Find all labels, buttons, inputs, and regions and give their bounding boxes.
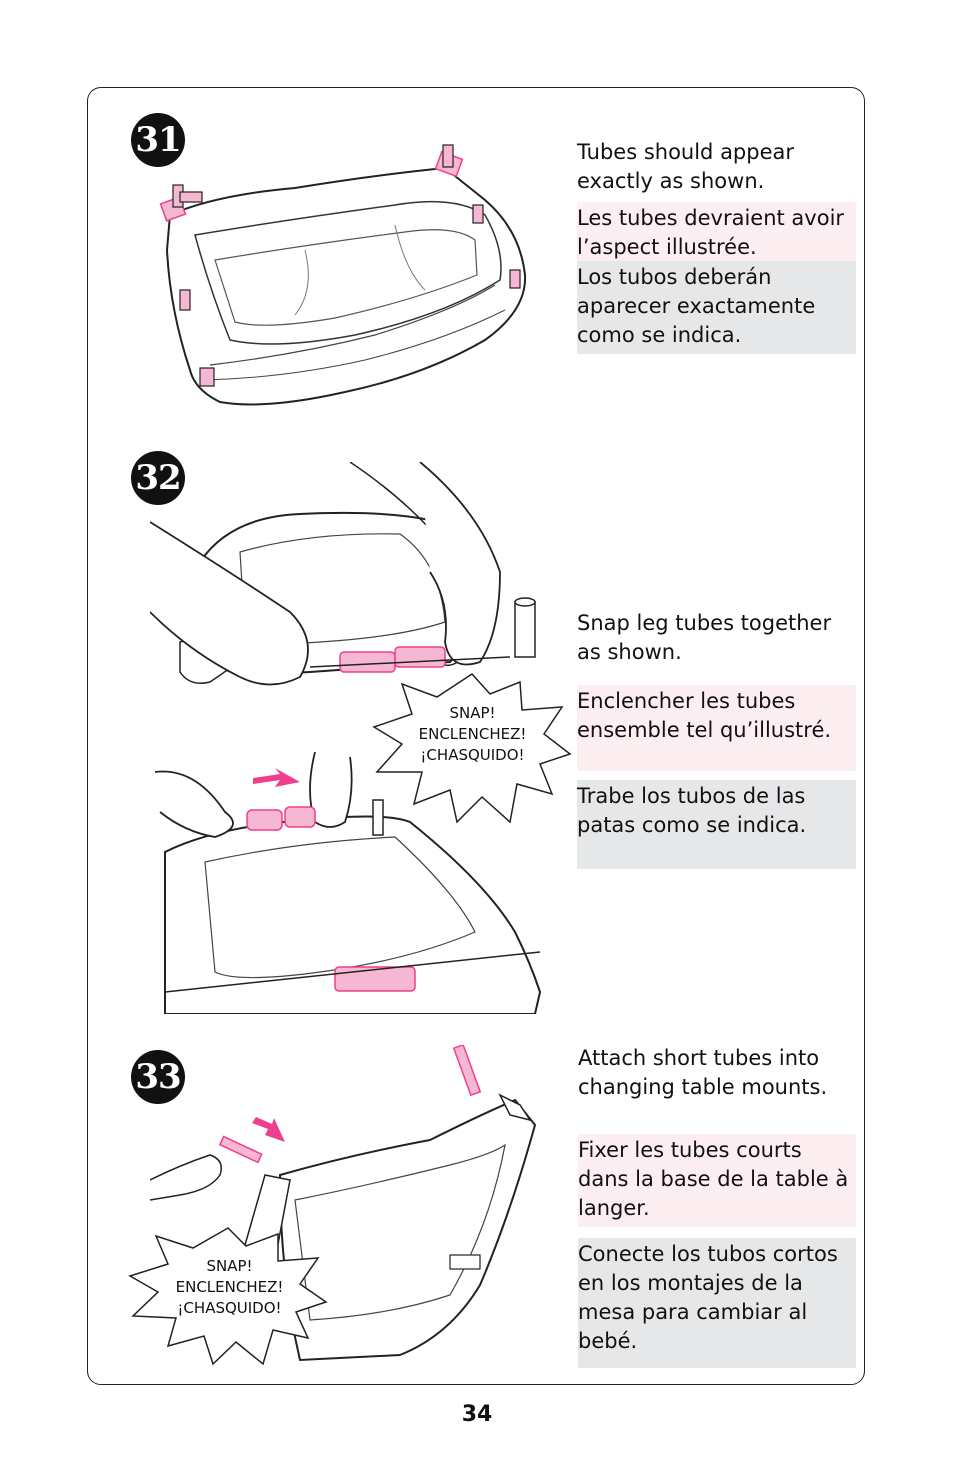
step-31-spanish: Los tubos deberán aparecer exactamente c… bbox=[577, 261, 856, 354]
step-32-spanish: Trabe los tubos de las patas como se ind… bbox=[577, 780, 856, 869]
step-33-spanish: Conecte los tubos cortos en los montajes… bbox=[578, 1238, 856, 1368]
step-33-english: Attach short tubes into changing table m… bbox=[578, 1046, 828, 1099]
step-33-french: Fixer les tubes courts dans la base de l… bbox=[578, 1134, 856, 1227]
snap-burst-shape bbox=[372, 673, 572, 824]
step-32-english: Snap leg tubes together as shown. bbox=[577, 611, 832, 664]
snap-burst-shape bbox=[128, 1227, 328, 1366]
snap-leg-tubes-illustration-bottom bbox=[155, 752, 542, 1014]
step-number-32: 32 bbox=[131, 451, 185, 505]
step-number-31: 31 bbox=[131, 113, 185, 167]
page-number: 34 bbox=[461, 1402, 493, 1427]
snap-leg-tubes-illustration-top bbox=[150, 462, 536, 686]
page-frame bbox=[87, 87, 865, 1385]
step-number-33: 33 bbox=[131, 1050, 185, 1104]
snap-burst-text-32: SNAP! ENCLENCHEZ! ¡CHASQUIDO! bbox=[418, 704, 527, 764]
step-31-french: Les tubes devraient avoir l’aspect illus… bbox=[577, 202, 856, 263]
step-31-english: Tubes should appear exactly as shown. bbox=[577, 140, 795, 193]
snap-burst-text-33: SNAP! ENCLENCHEZ! ¡CHASQUIDO! bbox=[175, 1257, 284, 1317]
step-32-french: Enclencher les tubes ensemble tel qu’ill… bbox=[577, 685, 856, 771]
playard-frame-illustration bbox=[159, 144, 527, 406]
